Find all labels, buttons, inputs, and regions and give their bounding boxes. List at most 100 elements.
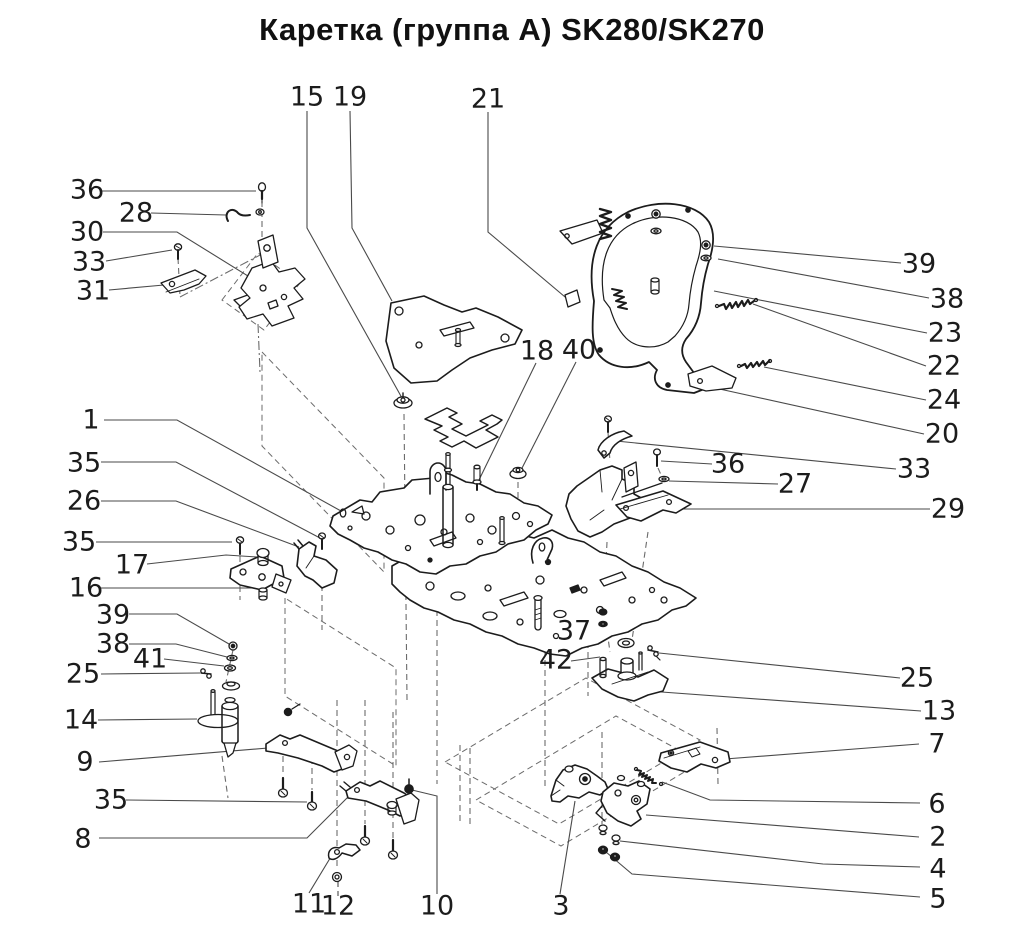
callout-2: 2	[929, 822, 946, 853]
callout-33: 33	[72, 247, 106, 278]
assembly-axis-line	[257, 323, 261, 373]
part-screw-35-b	[235, 536, 245, 555]
callout-leader-line	[752, 303, 927, 367]
callout-35: 35	[67, 448, 101, 479]
part-hook-11	[327, 843, 361, 861]
part-pin-10	[404, 778, 414, 794]
callout-40: 40	[562, 335, 596, 366]
assembly-axis-line	[657, 467, 663, 478]
part-caps-4-5	[597, 824, 621, 862]
callout-22: 22	[927, 351, 961, 382]
assembly-axis-line	[221, 755, 229, 799]
callout-leader-line	[99, 789, 356, 839]
callout-27: 27	[778, 469, 812, 500]
part-screw-33-right	[603, 415, 613, 433]
part-h-bracket	[424, 407, 503, 449]
callout-leader-line	[105, 249, 173, 262]
callout-leader-line	[518, 361, 577, 475]
part-screw-36-upper	[257, 182, 267, 204]
callout-leader-line	[100, 672, 201, 675]
callout-19: 19	[333, 82, 367, 113]
page-title: Каретка (группа А) SK280/SK270	[259, 12, 765, 47]
part-plate-7	[658, 741, 731, 773]
part-spring-24	[736, 358, 773, 370]
part-fastener-stack-right	[700, 240, 712, 262]
callout-leader-line	[129, 643, 228, 658]
callout-3: 3	[552, 891, 569, 922]
callout-leader-line	[101, 500, 300, 548]
callout-leader-line	[615, 440, 897, 470]
part-clip-25-right	[647, 645, 661, 661]
callout-42: 42	[539, 645, 573, 676]
callout-38: 38	[96, 629, 130, 660]
assembly-axis-line	[179, 252, 265, 298]
callout-30: 30	[70, 217, 104, 248]
part-nut-12	[331, 871, 343, 883]
callout-leader-line	[108, 284, 165, 291]
part-pin-18	[472, 464, 482, 491]
callout-leader-line	[714, 387, 925, 435]
callout-10: 10	[420, 891, 454, 922]
part-knob-17	[256, 547, 270, 567]
part-pin-9-dot	[283, 703, 301, 717]
callout-13: 13	[922, 696, 956, 727]
callout-29: 29	[931, 494, 965, 525]
part-bracket-26	[293, 539, 338, 589]
callout-leader-line	[658, 652, 901, 679]
part-spring-22	[714, 297, 759, 311]
part-screw-35-a	[317, 532, 327, 550]
callout-38: 38	[930, 284, 964, 315]
callout-4: 4	[929, 854, 946, 885]
part-screws-8	[359, 824, 399, 860]
callout-12: 12	[321, 891, 355, 922]
part-plate-19	[385, 295, 523, 384]
callout-28: 28	[119, 198, 153, 229]
projection-ghost	[474, 715, 703, 847]
callout-leader-line	[713, 290, 928, 334]
part-spring-6	[633, 766, 664, 787]
callout-23: 23	[928, 318, 962, 349]
callout-leader-line	[713, 245, 902, 264]
callout-31: 31	[76, 276, 110, 307]
callout-leader-line	[661, 781, 921, 804]
part-screws-35-c	[277, 776, 318, 811]
projection-ghost	[443, 677, 702, 825]
callout-6: 6	[928, 789, 945, 820]
callout-leader-line	[308, 854, 333, 894]
callout-39: 39	[96, 600, 130, 631]
part-bracket-8	[339, 780, 420, 825]
part-bracket-cluster-27-29	[565, 448, 692, 538]
callout-25: 25	[66, 659, 100, 690]
part-bracket-9	[265, 734, 358, 773]
callout-leader-line	[306, 111, 403, 399]
callout-leader-line	[724, 743, 920, 760]
part-screw-33-upper	[173, 243, 183, 260]
callout-39: 39	[902, 249, 936, 280]
callout-leader-line	[163, 658, 225, 667]
callout-leader-line	[477, 362, 537, 483]
callout-leader-line	[349, 110, 393, 302]
callout-leader-line	[605, 851, 921, 898]
part-main-plate-1	[329, 451, 697, 657]
callout-leader-line	[647, 690, 922, 712]
projection-ghost	[284, 597, 397, 767]
part-cross-bracket-30	[233, 234, 306, 327]
callout-21: 21	[471, 84, 505, 115]
callout-leader-line	[97, 718, 198, 721]
callout-20: 20	[925, 419, 959, 450]
part-spring-vertical	[598, 207, 613, 241]
callout-leader-line	[104, 419, 342, 512]
part-nut-15	[393, 392, 413, 409]
callout-1: 1	[82, 405, 99, 436]
callout-leader-line	[146, 554, 258, 565]
callout-37: 37	[557, 616, 591, 647]
callout-leader-line	[559, 800, 576, 895]
callout-leader-line	[125, 799, 308, 803]
callout-leader-line	[103, 231, 257, 282]
callout-leader-line	[129, 613, 230, 645]
callout-14: 14	[64, 705, 98, 736]
part-assembly-42	[591, 608, 669, 702]
part-bracket-16	[229, 555, 292, 601]
